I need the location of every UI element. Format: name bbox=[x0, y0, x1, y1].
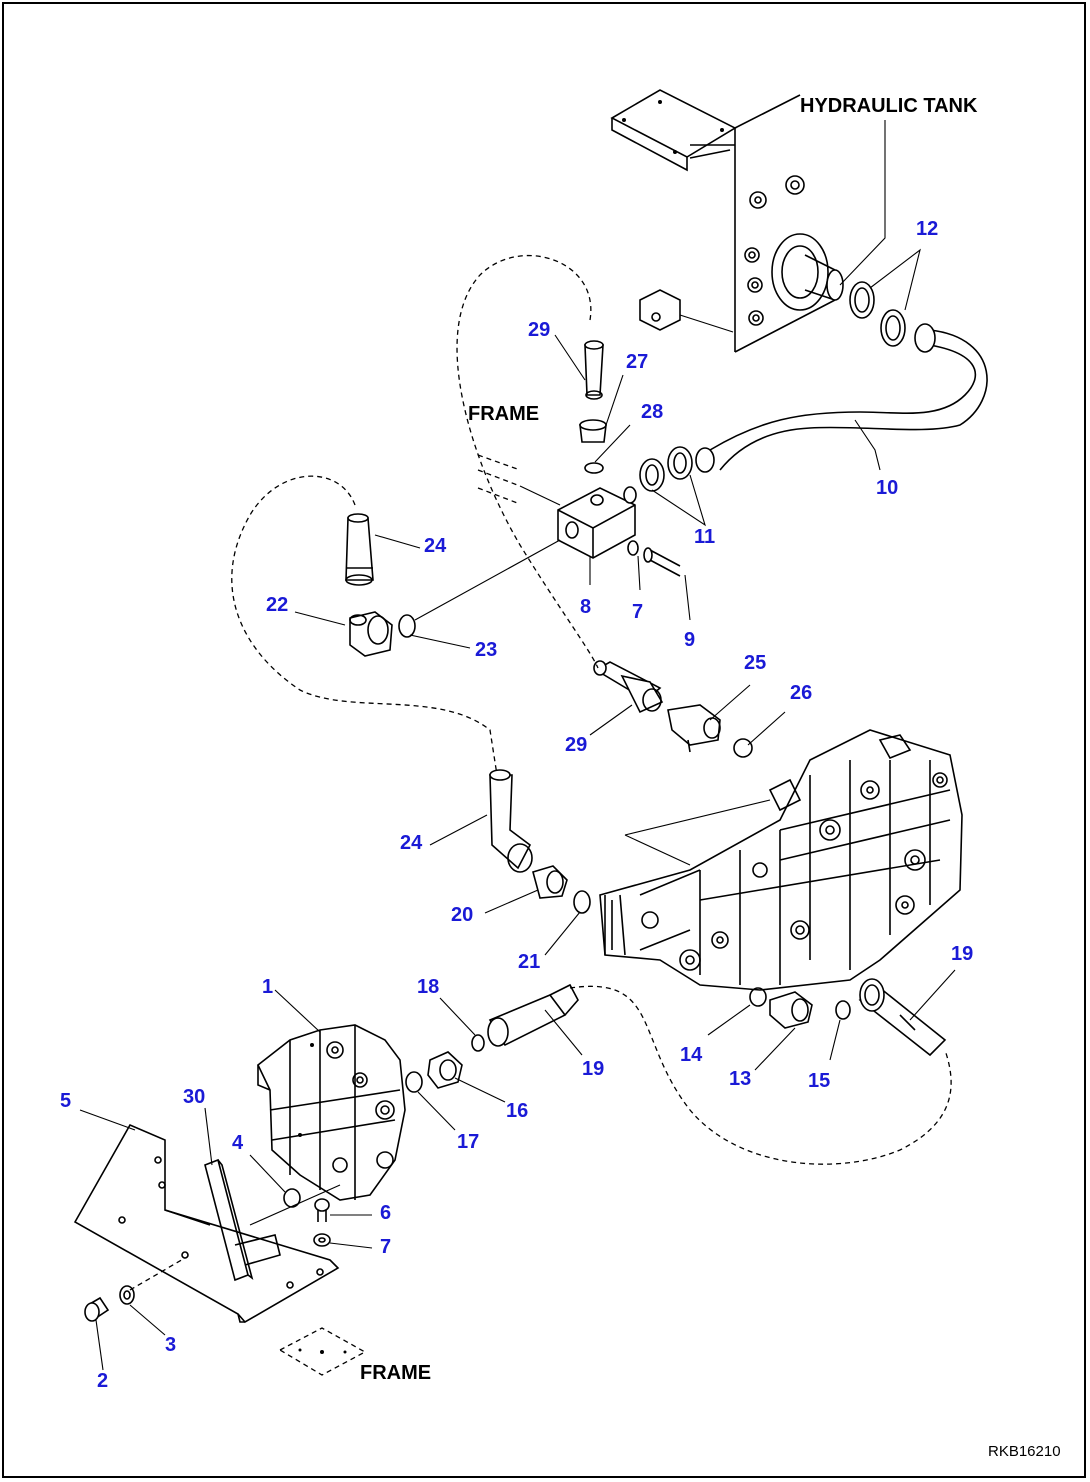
callout-21[interactable]: 21 bbox=[518, 951, 541, 973]
callout-1[interactable]: 1 bbox=[262, 976, 274, 998]
part-18-o-ring bbox=[439, 997, 485, 1052]
callout-24-lower[interactable]: 24 bbox=[400, 832, 423, 854]
callout-15[interactable]: 15 bbox=[808, 1070, 831, 1092]
callout-23[interactable]: 23 bbox=[475, 639, 498, 661]
part-25-fitting-and-29-hose bbox=[589, 660, 786, 758]
part-17-o-ring bbox=[405, 1071, 456, 1131]
routing-29-to-8 bbox=[456, 254, 599, 669]
callout-22[interactable]: 22 bbox=[266, 594, 289, 616]
callout-25[interactable]: 25 bbox=[744, 652, 767, 674]
part-1-valve-assembly bbox=[257, 989, 406, 1201]
callout-27[interactable]: 27 bbox=[626, 351, 649, 373]
callout-10[interactable]: 10 bbox=[876, 477, 899, 499]
callout-26[interactable]: 26 bbox=[790, 682, 813, 704]
callout-20[interactable]: 20 bbox=[451, 904, 474, 926]
part-21-o-ring bbox=[544, 890, 591, 956]
part-22-elbow bbox=[294, 539, 561, 657]
callout-18[interactable]: 18 bbox=[417, 976, 440, 998]
routing-24-loop bbox=[231, 475, 498, 776]
part-3-washer bbox=[119, 1285, 166, 1336]
part-8-valve-block bbox=[477, 454, 637, 585]
callout-14[interactable]: 14 bbox=[680, 1044, 703, 1066]
part-20-adapter bbox=[484, 865, 568, 914]
part-19-hose-left bbox=[487, 983, 583, 1056]
part-24-hose-lower bbox=[429, 769, 533, 873]
callout-16[interactable]: 16 bbox=[506, 1100, 529, 1122]
drawing-code: RKB16210 bbox=[988, 1443, 1061, 1460]
part-27-adapter-and-29-hose bbox=[554, 334, 631, 474]
callout-29-upper[interactable]: 29 bbox=[528, 319, 551, 341]
part-4-spacer bbox=[249, 1154, 341, 1226]
part-13-elbow bbox=[707, 987, 851, 1071]
callout-7-upper[interactable]: 7 bbox=[632, 601, 644, 623]
part-30-plate bbox=[204, 1107, 281, 1282]
part-16-adapter bbox=[427, 1051, 506, 1103]
callout-3[interactable]: 3 bbox=[165, 1334, 177, 1356]
part-19-hose-right bbox=[858, 969, 956, 1057]
part-5-bracket bbox=[73, 1109, 340, 1324]
callout-6[interactable]: 6 bbox=[380, 1202, 392, 1224]
lower-frame-plate bbox=[278, 1327, 367, 1376]
part-6-bolt bbox=[314, 1198, 372, 1222]
callout-19-left[interactable]: 19 bbox=[582, 1058, 605, 1080]
callout-19-right[interactable]: 19 bbox=[951, 943, 974, 965]
part-2-bolt bbox=[84, 1296, 110, 1371]
hydraulic-tank-label: HYDRAULIC TANK bbox=[800, 95, 978, 117]
callout-9[interactable]: 9 bbox=[684, 629, 696, 651]
callout-28[interactable]: 28 bbox=[641, 401, 664, 423]
hydraulic-tank bbox=[610, 89, 844, 353]
part-24-hose-upper bbox=[345, 513, 421, 586]
callout-13[interactable]: 13 bbox=[729, 1068, 752, 1090]
part-12-hose-clamps bbox=[849, 248, 921, 347]
callout-30[interactable]: 30 bbox=[183, 1086, 206, 1108]
callout-2[interactable]: 2 bbox=[97, 1370, 109, 1392]
part-7-washer-lower bbox=[313, 1233, 373, 1249]
callout-24-upper[interactable]: 24 bbox=[424, 535, 447, 557]
callout-5[interactable]: 5 bbox=[60, 1090, 72, 1112]
part-9-bolt bbox=[627, 540, 691, 621]
callout-4[interactable]: 4 bbox=[232, 1132, 244, 1154]
callout-12[interactable]: 12 bbox=[916, 218, 939, 240]
callout-17[interactable]: 17 bbox=[457, 1131, 480, 1153]
part-10-hose bbox=[695, 323, 988, 473]
frame-label-lower: FRAME bbox=[360, 1362, 432, 1384]
callout-7-lower[interactable]: 7 bbox=[380, 1236, 392, 1258]
main-control-valve bbox=[599, 729, 963, 991]
frame-label-upper: FRAME bbox=[468, 403, 540, 425]
callout-11[interactable]: 11 bbox=[694, 526, 716, 548]
part-11-hose-clamps bbox=[639, 446, 706, 527]
callout-8[interactable]: 8 bbox=[580, 596, 592, 618]
callout-29-lower[interactable]: 29 bbox=[565, 734, 588, 756]
